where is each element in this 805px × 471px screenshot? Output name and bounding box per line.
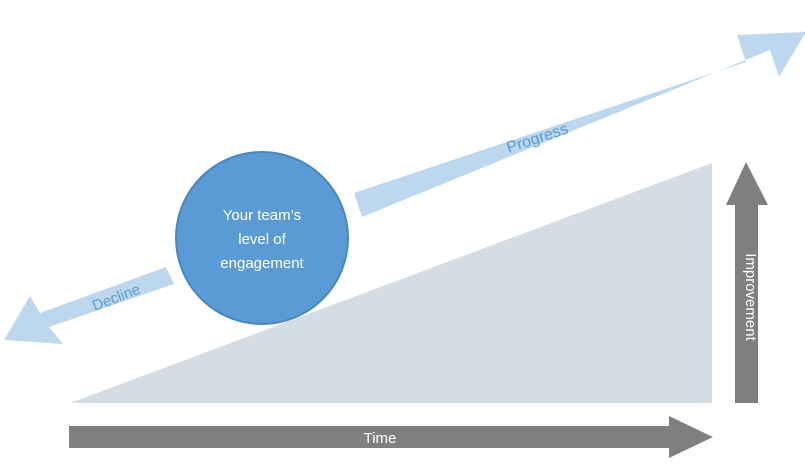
progress-label: Progress <box>505 121 571 157</box>
time-arrow <box>69 416 713 458</box>
circle-line-1: Your team’s <box>223 207 301 224</box>
incline-ramp <box>70 163 712 403</box>
time-label: Time <box>364 430 397 447</box>
progress-arrow <box>354 32 805 217</box>
engagement-circle <box>175 151 349 325</box>
circle-line-2: level of <box>238 231 286 248</box>
decline-arrow <box>4 267 174 344</box>
circle-line-3: engagement <box>220 255 304 272</box>
improvement-label: Improvement <box>742 253 759 341</box>
improvement-arrow <box>726 162 768 403</box>
